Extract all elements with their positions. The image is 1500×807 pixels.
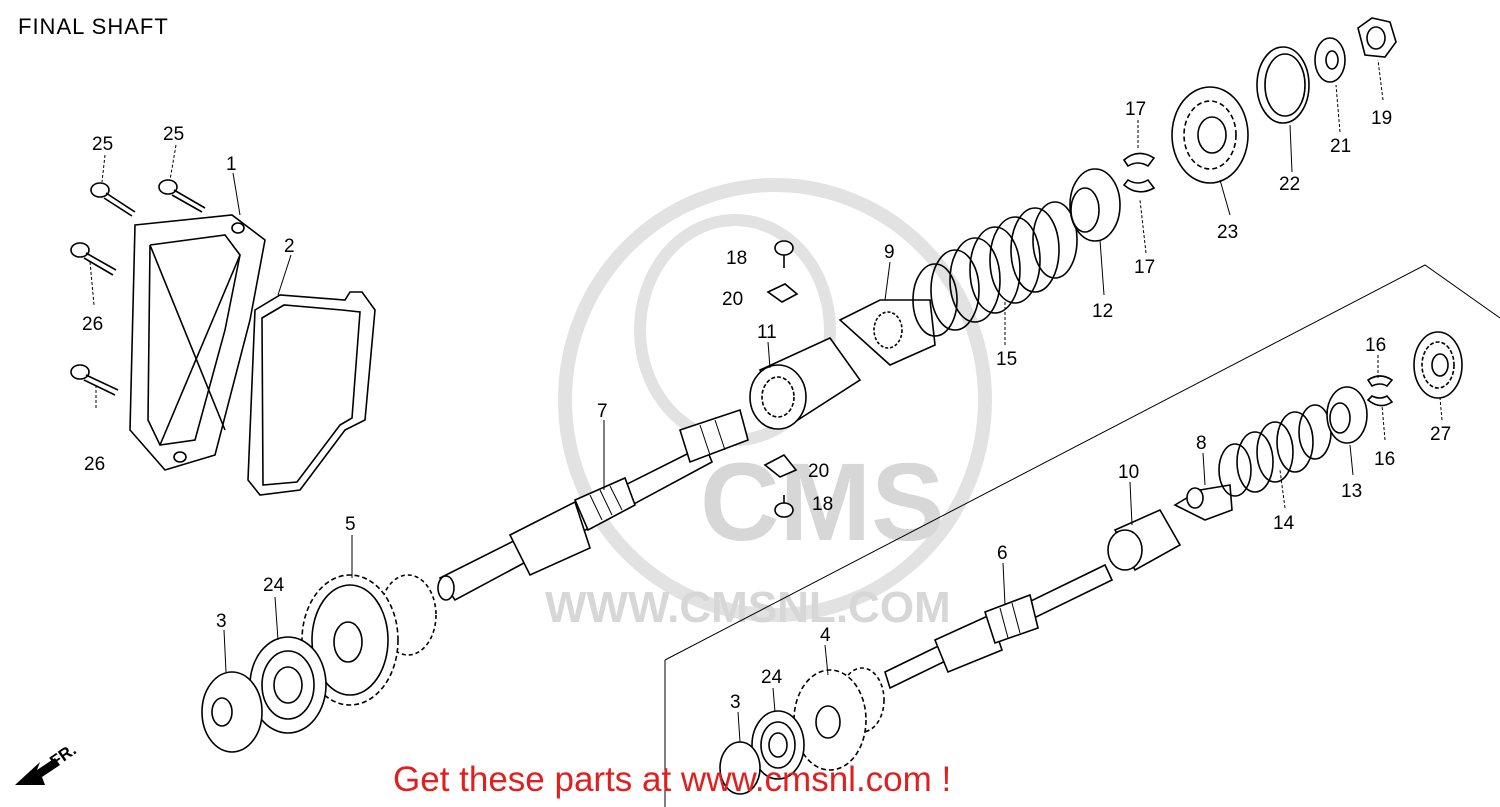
label-part-3b: 3: [730, 692, 741, 713]
final-shaft-secondary: [884, 563, 1114, 690]
damper-cam-8: [1173, 484, 1233, 521]
label-part-8: 8: [1196, 433, 1207, 454]
label-part-18b: 18: [812, 494, 833, 515]
leader-lines: [89, 59, 1443, 743]
damper-cam: [838, 299, 936, 366]
clip-20-b: [763, 453, 798, 478]
bearing-27: [1413, 331, 1463, 399]
gear-driven: [301, 574, 437, 706]
label-part-16a: 16: [1365, 335, 1386, 356]
label-part-1: 1: [226, 154, 237, 175]
label-part-17b: 17: [1134, 257, 1155, 278]
label-part-12: 12: [1092, 301, 1113, 322]
label-part-24a: 24: [263, 575, 285, 596]
watermark-brand: CMS: [700, 441, 944, 564]
spring-seat-12: [1069, 168, 1121, 242]
subassembly-frame: [664, 264, 1500, 807]
label-part-23: 23: [1217, 222, 1238, 243]
cotter-17-b: [1122, 178, 1156, 193]
diagram-title: FINAL SHAFT: [18, 14, 169, 39]
promo-link[interactable]: Get these parts at www.cmsnl.com !: [393, 760, 952, 799]
label-part-6: 6: [997, 543, 1008, 564]
nut-19: [1357, 17, 1397, 58]
label-part-16b: 16: [1374, 449, 1395, 470]
label-part-25a: 25: [92, 134, 113, 155]
label-part-26a: 26: [82, 314, 103, 335]
label-part-27: 27: [1430, 424, 1451, 445]
label-part-21: 21: [1330, 136, 1351, 157]
damper-spring-15: [912, 201, 1078, 337]
label-part-11: 11: [757, 322, 777, 343]
cotter-16-a: [1366, 375, 1394, 388]
label-part-19: 19: [1371, 108, 1392, 129]
bearing-23: [1171, 86, 1249, 184]
label-part-18a: 18: [726, 248, 747, 269]
label-part-14: 14: [1273, 513, 1295, 534]
front-direction-arrow: FR.: [15, 740, 80, 785]
bolt-18-a: [774, 240, 794, 268]
label-part-13: 13: [1341, 481, 1362, 502]
cover-plate: [129, 214, 266, 471]
label-part-25b: 25: [163, 124, 184, 145]
watermark-url: WWW.CMSNL.COM: [545, 583, 951, 632]
bolt-25-a: [90, 182, 136, 217]
bearing-24-a: [249, 636, 327, 734]
washer-21: [1314, 37, 1346, 83]
label-part-10: 10: [1118, 462, 1139, 483]
cap-3-a: [201, 671, 263, 753]
bolt-26-a: [70, 242, 117, 276]
clip-20-a: [766, 283, 799, 303]
damper-spring-14: [1218, 404, 1332, 497]
cotter-16-b: [1366, 394, 1394, 407]
bolt-25-b: [158, 179, 206, 213]
label-part-17a: 17: [1125, 99, 1146, 120]
label-part-2: 2: [284, 236, 295, 257]
label-part-7: 7: [597, 401, 608, 422]
label-part-20b: 20: [808, 461, 829, 482]
label-part-22: 22: [1279, 174, 1300, 195]
cotter-17-a: [1122, 152, 1156, 168]
label-part-26b: 26: [84, 454, 105, 475]
label-part-5: 5: [345, 514, 356, 535]
spring-seat-13: [1326, 386, 1368, 444]
coupler-10: [1107, 508, 1182, 572]
circlip-22: [1256, 46, 1310, 124]
gear-driven-secondary: [793, 667, 885, 771]
gasket: [247, 291, 376, 496]
label-part-4: 4: [820, 625, 831, 646]
label-part-3a: 3: [216, 611, 227, 632]
bolt-26-b: [70, 364, 119, 396]
label-part-9: 9: [884, 242, 895, 263]
label-part-15: 15: [996, 349, 1017, 370]
bearing-24-b: [751, 710, 805, 780]
part-labels: 1 2 3 3 4 5 6 7 8 9 10 11 12 13 14 15 16…: [82, 99, 1451, 713]
label-part-20a: 20: [722, 289, 743, 310]
label-part-24b: 24: [761, 667, 783, 688]
final-shaft-main: [437, 408, 749, 602]
shock-cam-coupler: [749, 336, 862, 430]
bolt-18-b: [774, 495, 794, 518]
